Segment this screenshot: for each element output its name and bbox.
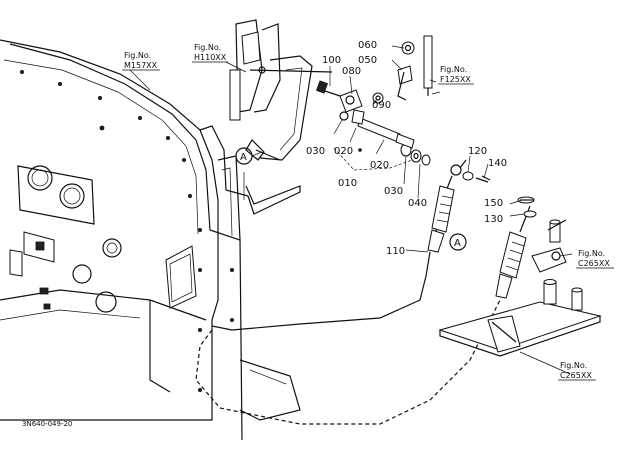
fig-ref-h110-title: Fig.No. [194,43,221,52]
fig-ref-m157-code: M157XX [124,61,158,70]
connector-marks: A A [235,147,467,251]
figure-references: Fig.No. M157XX Fig.No. H110XX Fig.No. F1… [122,43,614,381]
leader-lines [129,45,573,375]
label-150: 150 [484,198,503,209]
connector-a-right [449,233,467,251]
pedal-bracket [229,19,333,161]
fig-ref-m157-title: Fig.No. [124,51,151,60]
label-120: 120 [468,146,487,157]
connector-a-right-label: A [454,238,461,249]
label-040: 040 [408,198,427,209]
label-050: 050 [358,55,377,66]
label-080: 080 [342,66,361,77]
fig-ref-f125-title: Fig.No. [440,65,467,74]
label-090: 090 [372,100,391,111]
label-140: 140 [488,158,507,169]
fig-ref-f125-code: F125XX [440,75,471,84]
label-030-lower: 030 [384,186,403,197]
part-labels: 060 050 100 080 090 030 020 020 010 030 … [306,40,507,257]
label-060: 060 [358,40,377,51]
label-100: 100 [322,55,341,66]
throttle-cable [195,159,531,425]
label-130: 130 [484,214,503,225]
label-020-lower: 020 [370,160,389,171]
fig-ref-c265-upper-code: C265XX [578,259,610,268]
label-010: 010 [338,178,357,189]
fig-ref-c265-lower-title: Fig.No. [560,361,587,370]
dashboard-panel [0,39,301,441]
drawing-code: 3N640-049-20 [22,420,72,428]
right-mount-bracket [438,171,602,357]
label-020-upper: 020 [334,146,353,157]
label-030-upper: 030 [306,146,325,157]
fig-ref-h110-code: H110XX [194,53,227,62]
fig-ref-c265-lower-code: C265XX [560,371,592,380]
fig-ref-c265-upper-title: Fig.No. [578,249,605,258]
label-110: 110 [386,246,405,257]
connector-a-left-label: A [240,152,247,163]
